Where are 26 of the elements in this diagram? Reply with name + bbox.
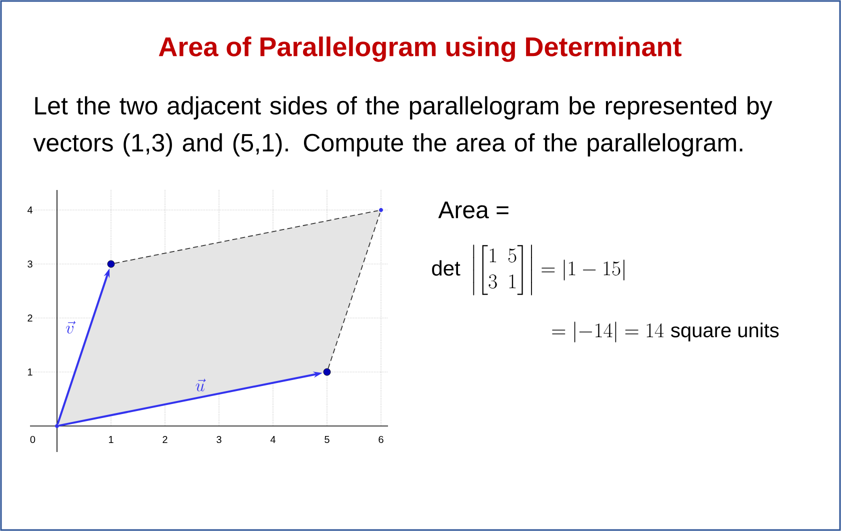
vector-label: $\vec{u}$ <box>196 378 206 392</box>
result-formula: $= \left|-14\right| = 14$ <box>552 322 664 342</box>
edge-line <box>328 212 380 369</box>
tick-label: 5 <box>324 436 330 443</box>
title: Area of Parallelogram using Determinant <box>158 36 682 62</box>
tick-label: 2 <box>162 436 168 443</box>
vertex <box>379 208 383 212</box>
tick-label: 1 <box>109 436 114 443</box>
tick-label: 3 <box>216 436 222 444</box>
tick-label: 6 <box>378 436 384 444</box>
problem-text: Let the two adjacent sides of the parallelogram be represented by vectors (1,3) and (5,1). Compute the area of the parallelogram. <box>33 96 772 156</box>
point-dot <box>107 260 115 268</box>
vertex <box>55 424 59 428</box>
vector-label: $\vec{v}$ <box>66 321 76 334</box>
tick-label: 0 <box>30 436 36 444</box>
area-text: Area = <box>438 202 508 218</box>
tick-label: 4 <box>270 436 276 443</box>
tick-label: 4 <box>27 206 32 214</box>
tick-label: 3 <box>28 260 32 268</box>
tick-label: 1 <box>28 368 32 376</box>
tick-label: 2 <box>28 314 32 322</box>
units-text: square units <box>671 322 779 342</box>
point-dot <box>323 368 331 376</box>
edge-line <box>114 210 378 264</box>
determinant-formula: $\left|\begin{bmatrix}1 & 5\\ 3 & 1\end{bmatrix}\right| = \left|1-15\right|$ <box>473 244 624 296</box>
det-text: det <box>432 260 460 276</box>
